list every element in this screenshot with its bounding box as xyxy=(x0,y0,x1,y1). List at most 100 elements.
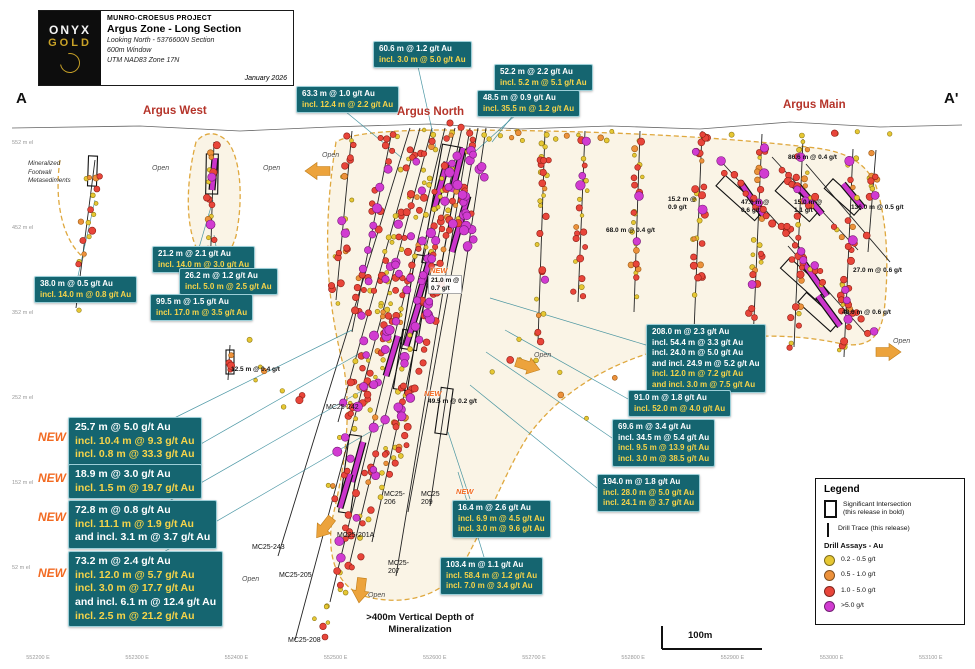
assay-dot xyxy=(469,235,478,244)
assay-dot xyxy=(352,393,359,399)
assay-dot xyxy=(357,553,365,561)
drillhole-label-line: MC25- xyxy=(384,491,406,498)
assay-dot xyxy=(393,219,403,229)
assay-dot xyxy=(370,287,378,294)
easting-label: 552500 E xyxy=(323,655,348,661)
assay-dot xyxy=(542,212,550,220)
assay-dot xyxy=(325,620,331,625)
assay-dot xyxy=(339,398,348,407)
assay-callout-line: 48.5 m @ 0.9 g/t Au xyxy=(483,93,556,102)
assay-dot xyxy=(327,282,335,290)
assay-dot xyxy=(400,382,407,390)
assay-dot xyxy=(341,172,348,180)
section-subtitle-1: Looking North - 5376600N Section xyxy=(107,37,215,44)
assay-dot xyxy=(539,168,547,177)
assay-annotation-line: 86.6 m @ 0.4 g/t xyxy=(788,154,837,161)
assay-dot xyxy=(403,442,410,449)
assay-dot xyxy=(603,137,610,144)
assay-callout-line: incl. 6.9 m @ 4.5 g/t Au xyxy=(458,513,545,523)
assay-callout-line: incl. 34.5 m @ 5.4 g/t Au xyxy=(618,432,710,442)
assay-dot xyxy=(751,314,758,321)
assay-dot xyxy=(384,270,390,275)
assay-dot xyxy=(778,166,786,174)
assay-dot xyxy=(421,180,427,186)
assay-callout-line: 26.2 m @ 1.2 g/t Au xyxy=(185,271,258,280)
assay-dot xyxy=(334,536,345,546)
assay-dot xyxy=(75,261,82,268)
assay-dot xyxy=(857,315,865,323)
assay-dot xyxy=(868,150,875,157)
assay-dot xyxy=(579,213,585,218)
assay-dot xyxy=(383,446,388,451)
drill-trace xyxy=(793,138,804,348)
assay-dot xyxy=(577,196,583,202)
drillhole-label-line: 207 xyxy=(388,568,400,576)
assay-dot xyxy=(203,194,211,202)
assay-callout-line: incl. 28.0 m @ 5.0 g/t Au xyxy=(603,487,695,497)
assay-dot xyxy=(730,171,739,179)
assay-annotation-line: 0.7 g/t xyxy=(431,284,450,292)
assay-dot xyxy=(690,253,697,261)
assay-callout-line: incl. 17.0 m @ 3.5 g/t Au xyxy=(156,307,248,317)
drillhole-label: MC25-201A xyxy=(337,532,374,540)
legend-item: 1.0 - 5.0 g/t xyxy=(824,585,956,597)
drillhole-label: MC25-206 xyxy=(384,491,405,507)
assay-dot xyxy=(336,279,345,288)
easting-label: 552400 E xyxy=(224,655,249,661)
open-label: Open xyxy=(368,592,386,599)
assay-dot xyxy=(420,150,428,157)
assay-dot xyxy=(77,218,84,225)
assay-dot xyxy=(633,274,640,281)
assay-dot xyxy=(440,196,450,206)
assay-dot xyxy=(425,227,437,239)
elevation-label: 52 m el xyxy=(12,565,31,571)
assay-dot xyxy=(76,307,82,313)
assay-dot xyxy=(375,182,385,192)
assay-annotation-line: 49.5 m @ 0.2 g/t xyxy=(428,398,477,405)
drillhole-label-line: MC25-208 xyxy=(288,637,321,644)
assay-dot xyxy=(396,411,407,422)
assay-dot xyxy=(536,337,545,346)
new-badge: NEW xyxy=(38,471,66,485)
assay-dot xyxy=(576,254,585,263)
open-label: Open xyxy=(263,165,281,172)
assay-dot xyxy=(697,204,708,215)
assay-callout-line: incl. 3.0 m @ 38.5 g/t Au xyxy=(618,453,710,463)
assay-dot xyxy=(227,361,236,370)
assay-dot xyxy=(397,453,404,459)
assay-dot xyxy=(336,553,346,563)
assay-callout-line: 69.6 m @ 3.4 g/t Au xyxy=(618,422,691,431)
assay-callout-line: incl. 1.5 m @ 19.7 g/t Au xyxy=(75,481,195,494)
assay-annotation-line: 47.6 m @ xyxy=(741,199,770,206)
assay-dot xyxy=(850,184,856,190)
easting-label: 552200 E xyxy=(26,655,50,661)
assay-annotation-line: 15.0 m @ xyxy=(794,199,823,206)
assay-dot xyxy=(443,135,450,142)
assay-dot xyxy=(830,223,838,230)
assay-dot xyxy=(466,129,474,137)
assay-callout-line: and incl. 3.0 m @ 7.5 g/t Au xyxy=(652,379,756,389)
assay-dot xyxy=(383,460,389,467)
assay-dot xyxy=(692,197,697,202)
footwall-note-line: Metasediments xyxy=(28,177,71,184)
assay-dot xyxy=(392,286,399,294)
assay-dot xyxy=(439,176,445,181)
assay-dot xyxy=(445,227,453,234)
assay-dot xyxy=(440,246,447,253)
assay-dot xyxy=(351,425,358,432)
assay-dot xyxy=(486,136,492,142)
project-name: MUNRO-CROESUS PROJECT xyxy=(107,15,212,22)
assay-annotation-line: 48.6 m @ 0.6 g/t xyxy=(842,309,891,316)
assay-dot xyxy=(333,567,341,575)
assay-dot xyxy=(358,264,368,274)
assay-dot xyxy=(788,256,796,263)
assay-dot xyxy=(584,188,590,193)
assay-callout-line: incl. 3.0 m @ 17.7 g/t Au xyxy=(75,582,195,595)
assay-dot xyxy=(438,225,446,233)
open-arrow-icon xyxy=(351,577,370,604)
assay-dot xyxy=(378,303,384,309)
footwall-note: Mineralized Footwall Metasediments xyxy=(28,160,71,186)
